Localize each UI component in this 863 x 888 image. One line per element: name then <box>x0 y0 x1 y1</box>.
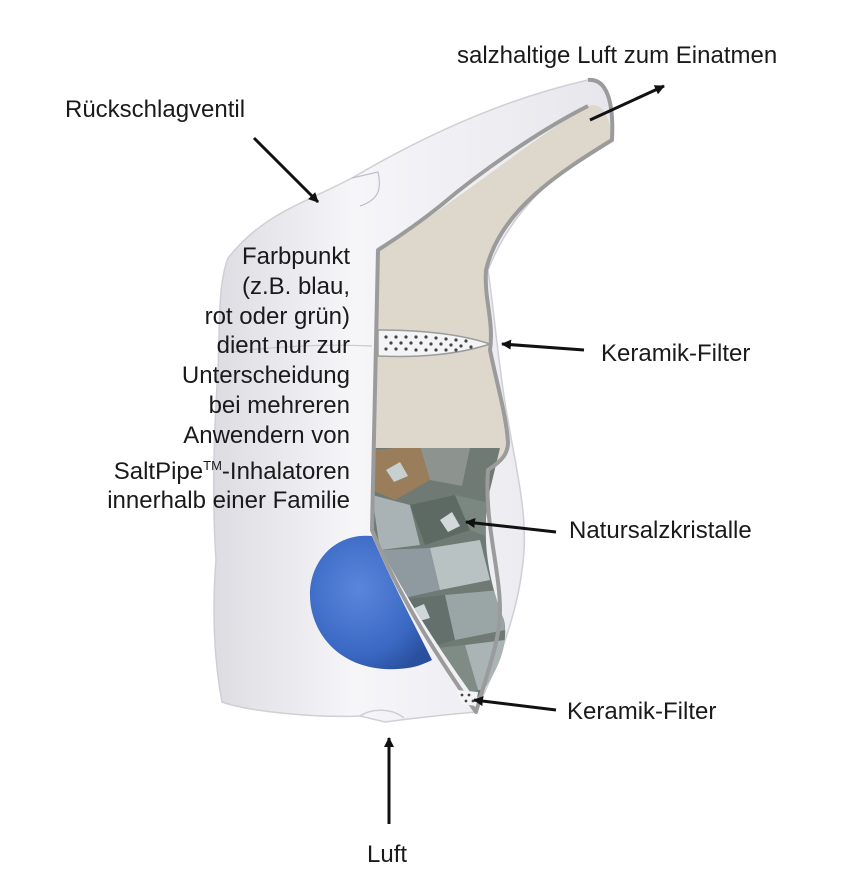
arrow-filter-bottom <box>473 696 557 712</box>
note-line: rot oder grün) <box>204 302 350 330</box>
arrow-crystals <box>465 518 557 534</box>
trademark-mark: TM <box>203 457 222 473</box>
note-line: Unterscheidung <box>181 362 350 390</box>
valve-ridge <box>351 171 381 207</box>
note-line: bei mehreren <box>208 391 350 419</box>
air-inlet-notch <box>359 709 405 719</box>
note-line: Farbpunkt <box>241 243 350 270</box>
cut-wall-outline <box>370 77 615 714</box>
note-line-brand: SaltPipeTM-Inhalatoren <box>40 451 350 487</box>
label-valve: Rückschlagventil <box>65 96 246 123</box>
arrow-valve <box>252 136 320 204</box>
label-air: Luft <box>367 841 408 868</box>
note-line: dient nur zur <box>216 332 350 360</box>
ceramic-filter-top <box>377 329 493 358</box>
note-line: innerhalb einer Familie <box>107 487 350 515</box>
note-line: (z.B. blau, <box>241 272 350 300</box>
arrow-filter-top <box>501 339 585 352</box>
body-seam <box>231 344 373 353</box>
note-line: Anwendern von <box>183 421 350 449</box>
color-dot <box>309 535 432 670</box>
color-dot-note: Farbpunkt (z.B. blau, rot oder grün) die… <box>40 242 350 516</box>
label-crystals: Natursalzkristalle <box>569 517 752 544</box>
arrow-outlet <box>589 84 665 122</box>
brand-name: SaltPipe <box>113 457 204 485</box>
label-filter-bottom: Keramik-Filter <box>567 698 717 725</box>
label-outlet: salzhaltige Luft zum Einatmen <box>457 42 778 69</box>
ceramic-filter-bottom <box>456 690 478 706</box>
inner-chamber <box>372 105 612 470</box>
brand-suffix: -Inhalatoren <box>221 457 350 485</box>
label-filter-top: Keramik-Filter <box>601 340 751 367</box>
